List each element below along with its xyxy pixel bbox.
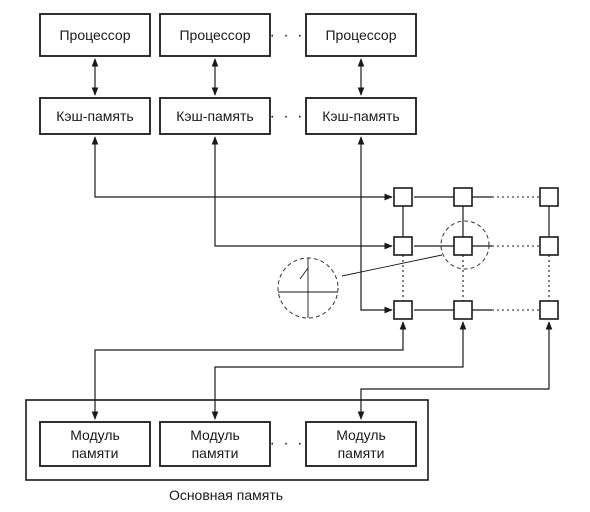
switch-node-3-n bbox=[539, 300, 559, 320]
switch-node-2-2 bbox=[453, 236, 473, 256]
memory-module-2-line2: памяти bbox=[192, 445, 239, 461]
cache-n-label: Кэш-память bbox=[322, 108, 399, 124]
memory-module-1-line1: Модуль bbox=[70, 427, 120, 443]
processor-n-label: Процессор bbox=[325, 27, 396, 43]
cache-n: Кэш-память bbox=[305, 97, 417, 135]
cache-1: Кэш-память bbox=[39, 97, 151, 135]
processor-1: Процессор bbox=[39, 13, 151, 57]
memory-module-1: Модуль памяти bbox=[39, 421, 151, 467]
processor-2-label: Процессор bbox=[179, 27, 250, 43]
memory-module-n-line2: памяти bbox=[338, 445, 385, 461]
cache-n-to-row-3 bbox=[357, 136, 393, 314]
switch-detail bbox=[277, 257, 339, 319]
switch-node-1-n bbox=[539, 187, 559, 207]
cache-2-label: Кэш-память bbox=[176, 108, 253, 124]
column-1-to-module-1 bbox=[91, 321, 407, 420]
processor-n: Процессор bbox=[305, 13, 417, 57]
crossbar-rows bbox=[414, 196, 540, 311]
processor-2: Процессор bbox=[159, 13, 271, 57]
crossbar-columns bbox=[402, 206, 550, 301]
cache-2: Кэш-память bbox=[159, 97, 271, 135]
switch-node-3-1 bbox=[393, 300, 413, 320]
highlight-circle bbox=[440, 220, 490, 270]
memory-module-n-line1: Модуль bbox=[336, 427, 386, 443]
memory-module-2: Модуль памяти bbox=[159, 421, 271, 467]
processor-ellipsis: · · · bbox=[270, 27, 305, 44]
memory-module-2-line1: Модуль bbox=[190, 427, 240, 443]
column-n-to-module-n bbox=[357, 321, 553, 420]
memory-module-1-line2: памяти bbox=[72, 445, 119, 461]
cache-1-to-row-1 bbox=[91, 136, 393, 201]
column-2-to-module-2 bbox=[211, 321, 467, 420]
switch-node-2-1 bbox=[393, 236, 413, 256]
crossbar-nodes bbox=[393, 187, 559, 320]
cache-1-label: Кэш-память bbox=[56, 108, 133, 124]
memory-ellipsis: · · · bbox=[270, 435, 305, 452]
switch-node-2-n bbox=[539, 236, 559, 256]
processor-1-label: Процессор bbox=[59, 27, 130, 43]
main-memory-caption: Основная память bbox=[169, 487, 283, 503]
main-memory-frame bbox=[25, 399, 429, 481]
switch-node-1-1 bbox=[393, 187, 413, 207]
switch-node-3-2 bbox=[453, 300, 473, 320]
zoom-connector-line bbox=[341, 254, 443, 277]
memory-module-n: Модуль памяти bbox=[305, 421, 417, 467]
cache-2-to-row-2 bbox=[211, 136, 393, 250]
cache-ellipsis: · · · bbox=[270, 108, 305, 125]
switch-node-1-2 bbox=[453, 187, 473, 207]
